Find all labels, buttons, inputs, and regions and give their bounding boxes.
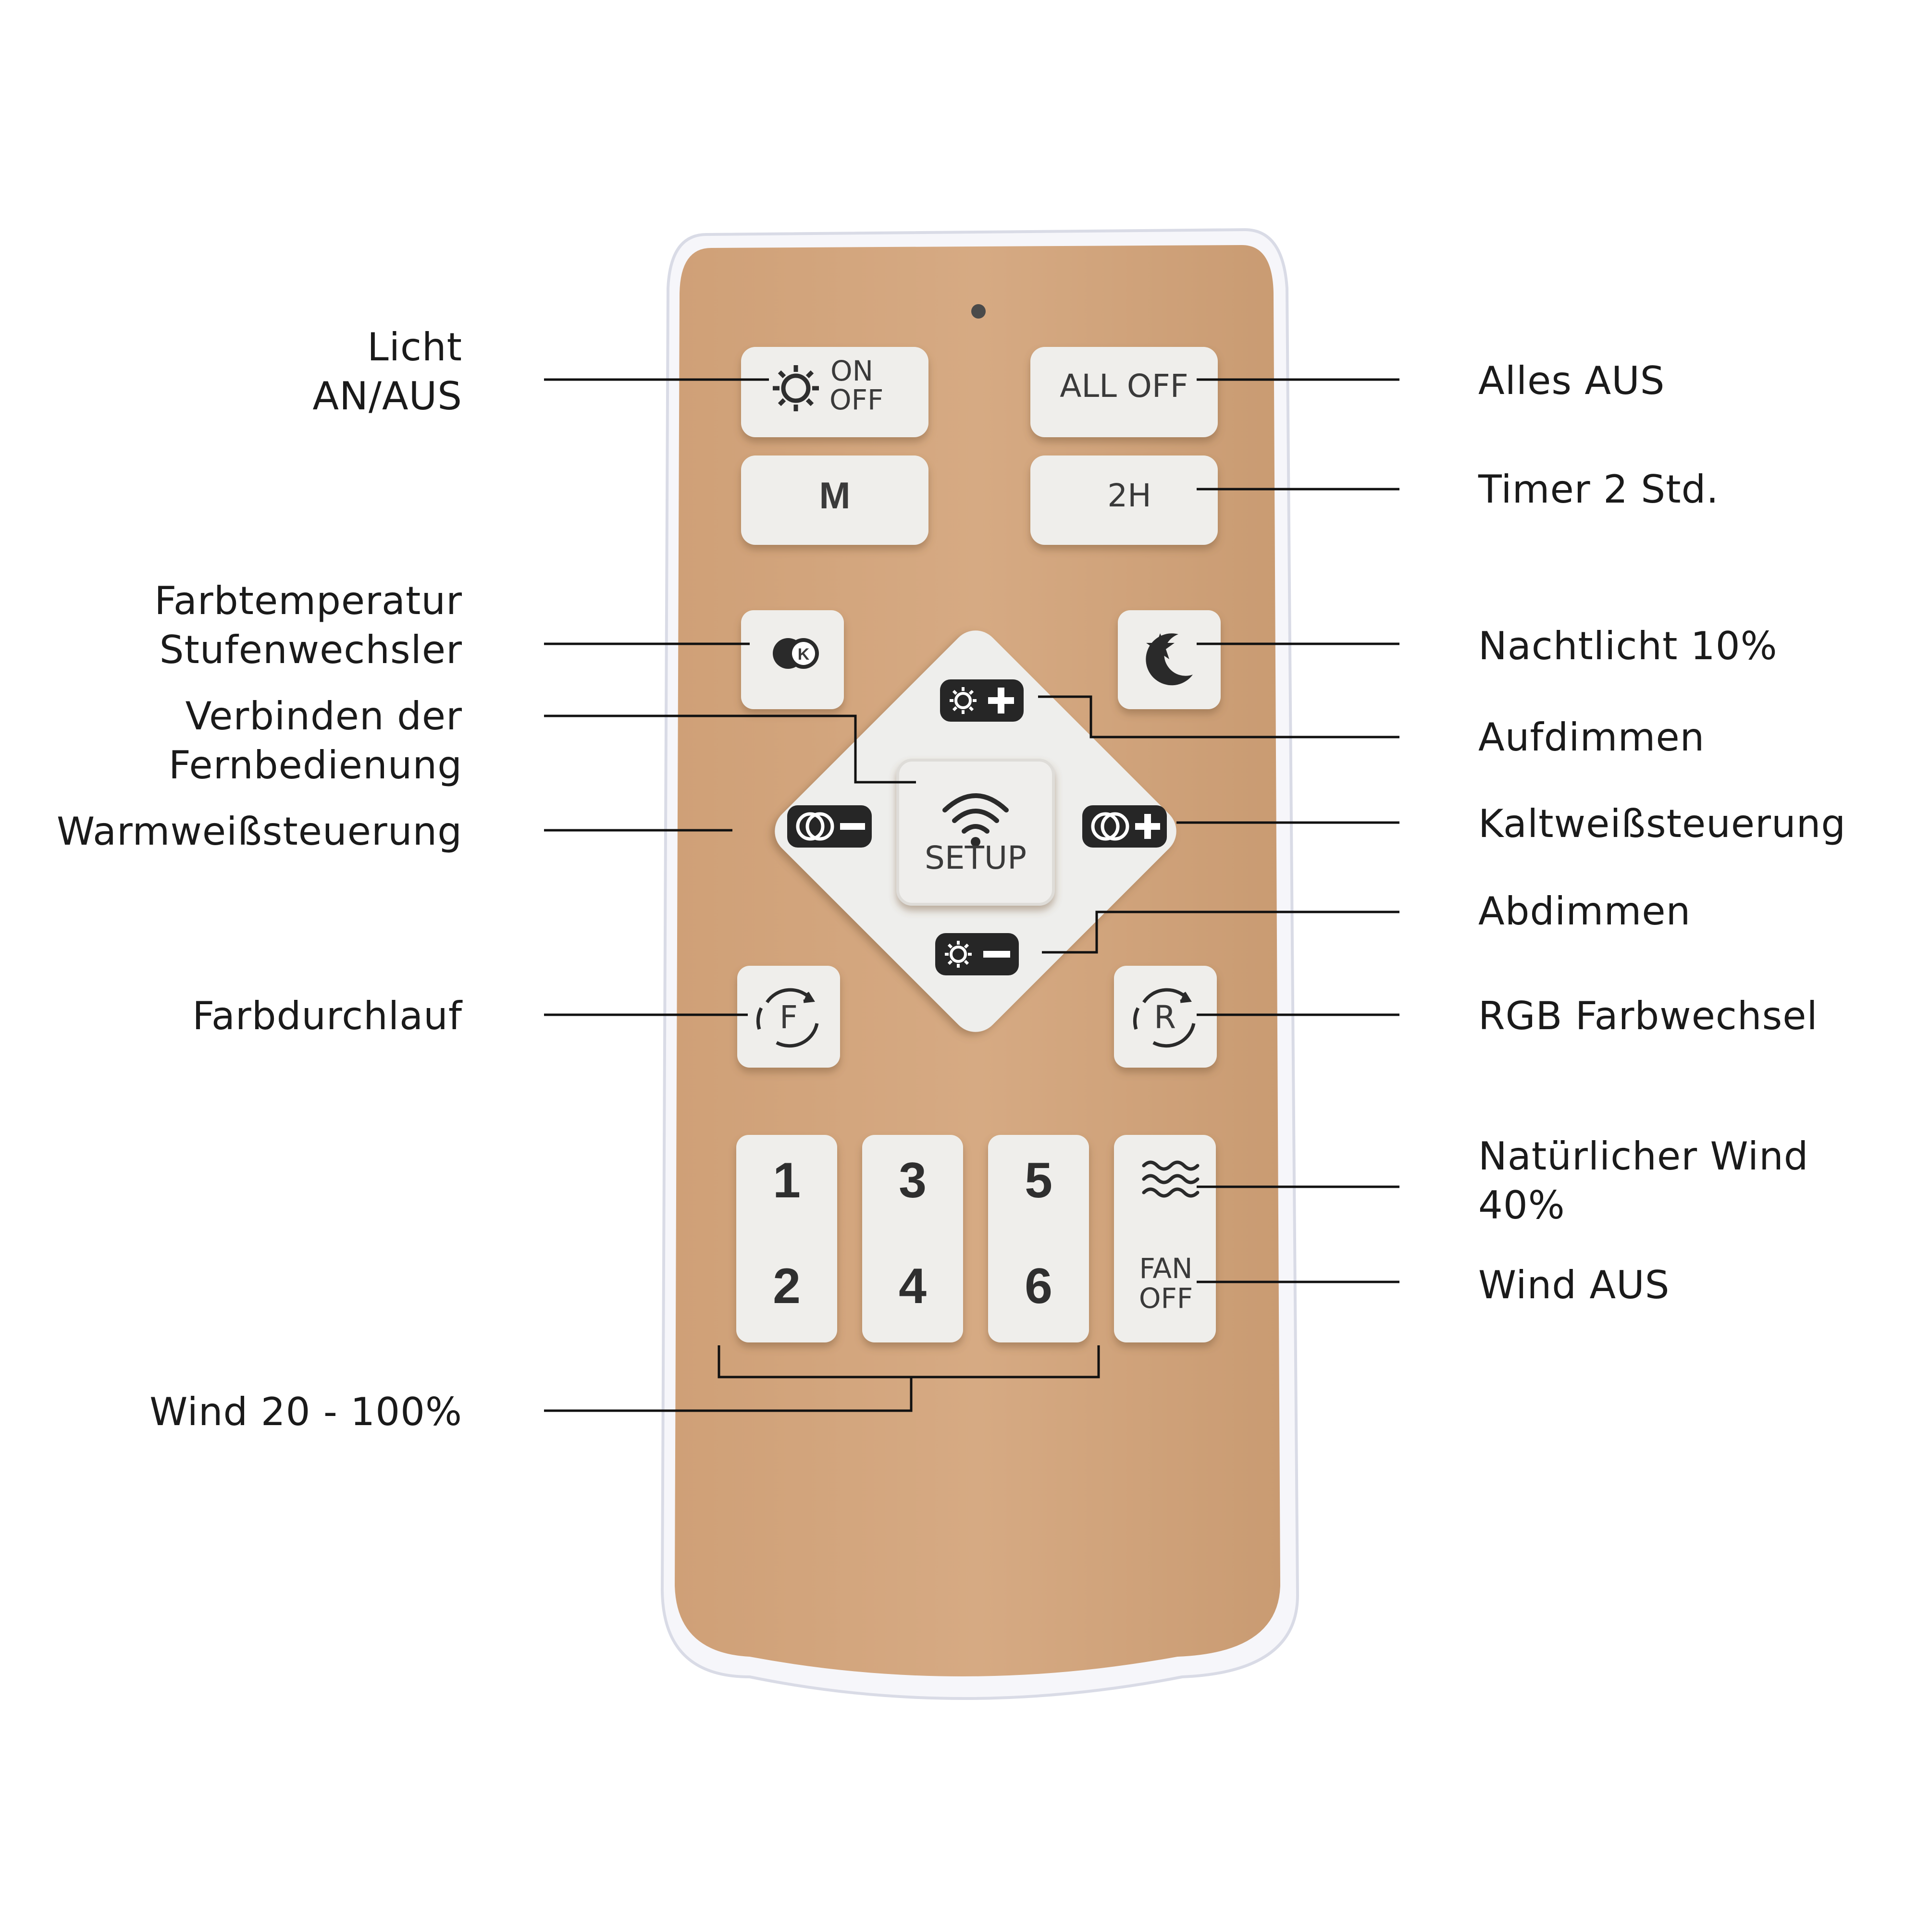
wifi-icon bbox=[942, 793, 1009, 847]
label-line: Farbtemperatur bbox=[154, 578, 462, 623]
setup-button[interactable]: SETUP bbox=[896, 759, 1055, 906]
label-color-cycle: Farbdurchlauf bbox=[192, 992, 462, 1041]
warm-white-button[interactable] bbox=[787, 805, 872, 848]
brightness-down-icon bbox=[945, 941, 972, 968]
fan-label: FAN bbox=[1139, 1252, 1192, 1285]
fan-key-label: 4 bbox=[899, 1258, 927, 1314]
fan-off-label: OFF bbox=[1139, 1282, 1193, 1315]
color-temp-icon: K bbox=[773, 638, 819, 669]
f-label: F bbox=[779, 999, 798, 1036]
line-wind-speed bbox=[544, 1377, 913, 1412]
line-dim-up bbox=[1038, 695, 1399, 738]
cycle-arrows-icon bbox=[1133, 988, 1196, 1048]
k-label: K bbox=[798, 645, 810, 664]
callout-lines bbox=[544, 378, 1399, 1412]
label-warm-white: Warmweißsteuerung bbox=[57, 807, 462, 856]
color-temp-step-button[interactable]: K bbox=[741, 610, 844, 709]
night-light-button[interactable] bbox=[1118, 610, 1221, 709]
fan-key-3-4[interactable] bbox=[862, 1135, 963, 1342]
label-cool-white: Kaltweißsteuerung bbox=[1478, 800, 1846, 849]
cool-white-button[interactable] bbox=[1082, 805, 1167, 848]
label-wind-speed: Wind 20 - 100% bbox=[149, 1388, 462, 1437]
mode-button[interactable]: M bbox=[741, 455, 928, 545]
label-line: Natürlicher Wind bbox=[1478, 1134, 1809, 1179]
label-all-off: Alles AUS bbox=[1478, 357, 1665, 406]
all-off-label: ALL OFF bbox=[1060, 368, 1188, 405]
label-light-on-off: Licht AN/AUS bbox=[312, 323, 462, 421]
brightness-up-icon bbox=[950, 687, 977, 714]
fan-speed-keys[interactable]: 1 2 3 4 5 6 bbox=[736, 1135, 1089, 1342]
label-line: Wind 20 - 100% bbox=[149, 1390, 462, 1434]
warm-white-icon bbox=[796, 812, 834, 841]
cool-white-icon bbox=[1091, 812, 1129, 841]
ir-led bbox=[971, 304, 986, 319]
wind-waves-icon bbox=[1142, 1160, 1200, 1198]
label-line: Nachtlicht 10% bbox=[1478, 624, 1778, 668]
fan-key-1-2[interactable] bbox=[736, 1135, 837, 1342]
fan-key-label: 3 bbox=[899, 1153, 927, 1208]
label-line: Warmweißsteuerung bbox=[57, 809, 462, 854]
label-line: Timer 2 Std. bbox=[1478, 467, 1719, 512]
label-color-temp-step: Farbtemperatur Stufenwechsler bbox=[154, 577, 462, 675]
fan-key-label: 5 bbox=[1025, 1153, 1052, 1208]
label-dim-up: Aufdimmen bbox=[1478, 713, 1705, 762]
natural-wind-fan-off-button[interactable]: FAN OFF bbox=[1114, 1135, 1216, 1342]
label-rgb-change: RGB Farbwechsel bbox=[1478, 992, 1818, 1041]
label-line: Farbdurchlauf bbox=[192, 994, 462, 1038]
timer-2h-button[interactable]: 2H bbox=[1030, 455, 1218, 545]
bracket-fan-keys bbox=[718, 1345, 1100, 1378]
label-line: RGB Farbwechsel bbox=[1478, 994, 1818, 1038]
brightness-up-button[interactable] bbox=[940, 679, 1024, 722]
setup-label: SETUP bbox=[925, 839, 1027, 876]
on-label: ON bbox=[830, 355, 873, 387]
label-wind-off: Wind AUS bbox=[1478, 1261, 1670, 1310]
label-timer: Timer 2 Std. bbox=[1478, 465, 1719, 514]
label-line: AN/AUS bbox=[312, 374, 462, 418]
color-cycle-button[interactable]: F bbox=[737, 966, 840, 1068]
label-line: Kaltweißsteuerung bbox=[1478, 801, 1846, 846]
label-pair-remote: Verbinden der Fernbedienung bbox=[169, 692, 462, 790]
label-line: Verbinden der bbox=[185, 694, 462, 738]
label-line: Alles AUS bbox=[1478, 358, 1665, 403]
cycle-arrows-icon bbox=[756, 988, 819, 1048]
label-line: Fernbedienung bbox=[168, 743, 462, 788]
light-on-off-button[interactable]: ON OFF bbox=[741, 347, 928, 437]
sun-icon bbox=[773, 365, 819, 411]
label-night-light: Nachtlicht 10% bbox=[1478, 622, 1778, 671]
label-line: Abdimmen bbox=[1478, 889, 1691, 934]
line-dim-down bbox=[1042, 911, 1399, 954]
fan-key-label: 6 bbox=[1025, 1258, 1052, 1314]
brightness-down-button[interactable] bbox=[935, 933, 1019, 975]
label-line: Licht bbox=[367, 325, 462, 369]
mode-label: M bbox=[819, 474, 851, 517]
label-line: Aufdimmen bbox=[1478, 715, 1705, 760]
off-label: OFF bbox=[829, 383, 883, 416]
rgb-change-button[interactable]: R bbox=[1114, 966, 1217, 1068]
fan-key-5-6[interactable] bbox=[988, 1135, 1089, 1342]
label-line: 40% bbox=[1478, 1183, 1565, 1228]
timer-label: 2H bbox=[1107, 477, 1151, 514]
moon-star-icon bbox=[1146, 633, 1193, 686]
label-line: Stufenwechsler bbox=[159, 628, 462, 672]
fan-key-label: 2 bbox=[773, 1258, 801, 1314]
fan-key-label: 1 bbox=[773, 1153, 801, 1208]
label-natural-wind: Natürlicher Wind 40% bbox=[1478, 1132, 1809, 1230]
r-label: R bbox=[1154, 999, 1176, 1036]
line-setup bbox=[544, 714, 916, 784]
all-off-button[interactable]: ALL OFF bbox=[1030, 347, 1218, 437]
label-dim-down: Abdimmen bbox=[1478, 887, 1691, 936]
label-line: Wind AUS bbox=[1478, 1263, 1670, 1307]
